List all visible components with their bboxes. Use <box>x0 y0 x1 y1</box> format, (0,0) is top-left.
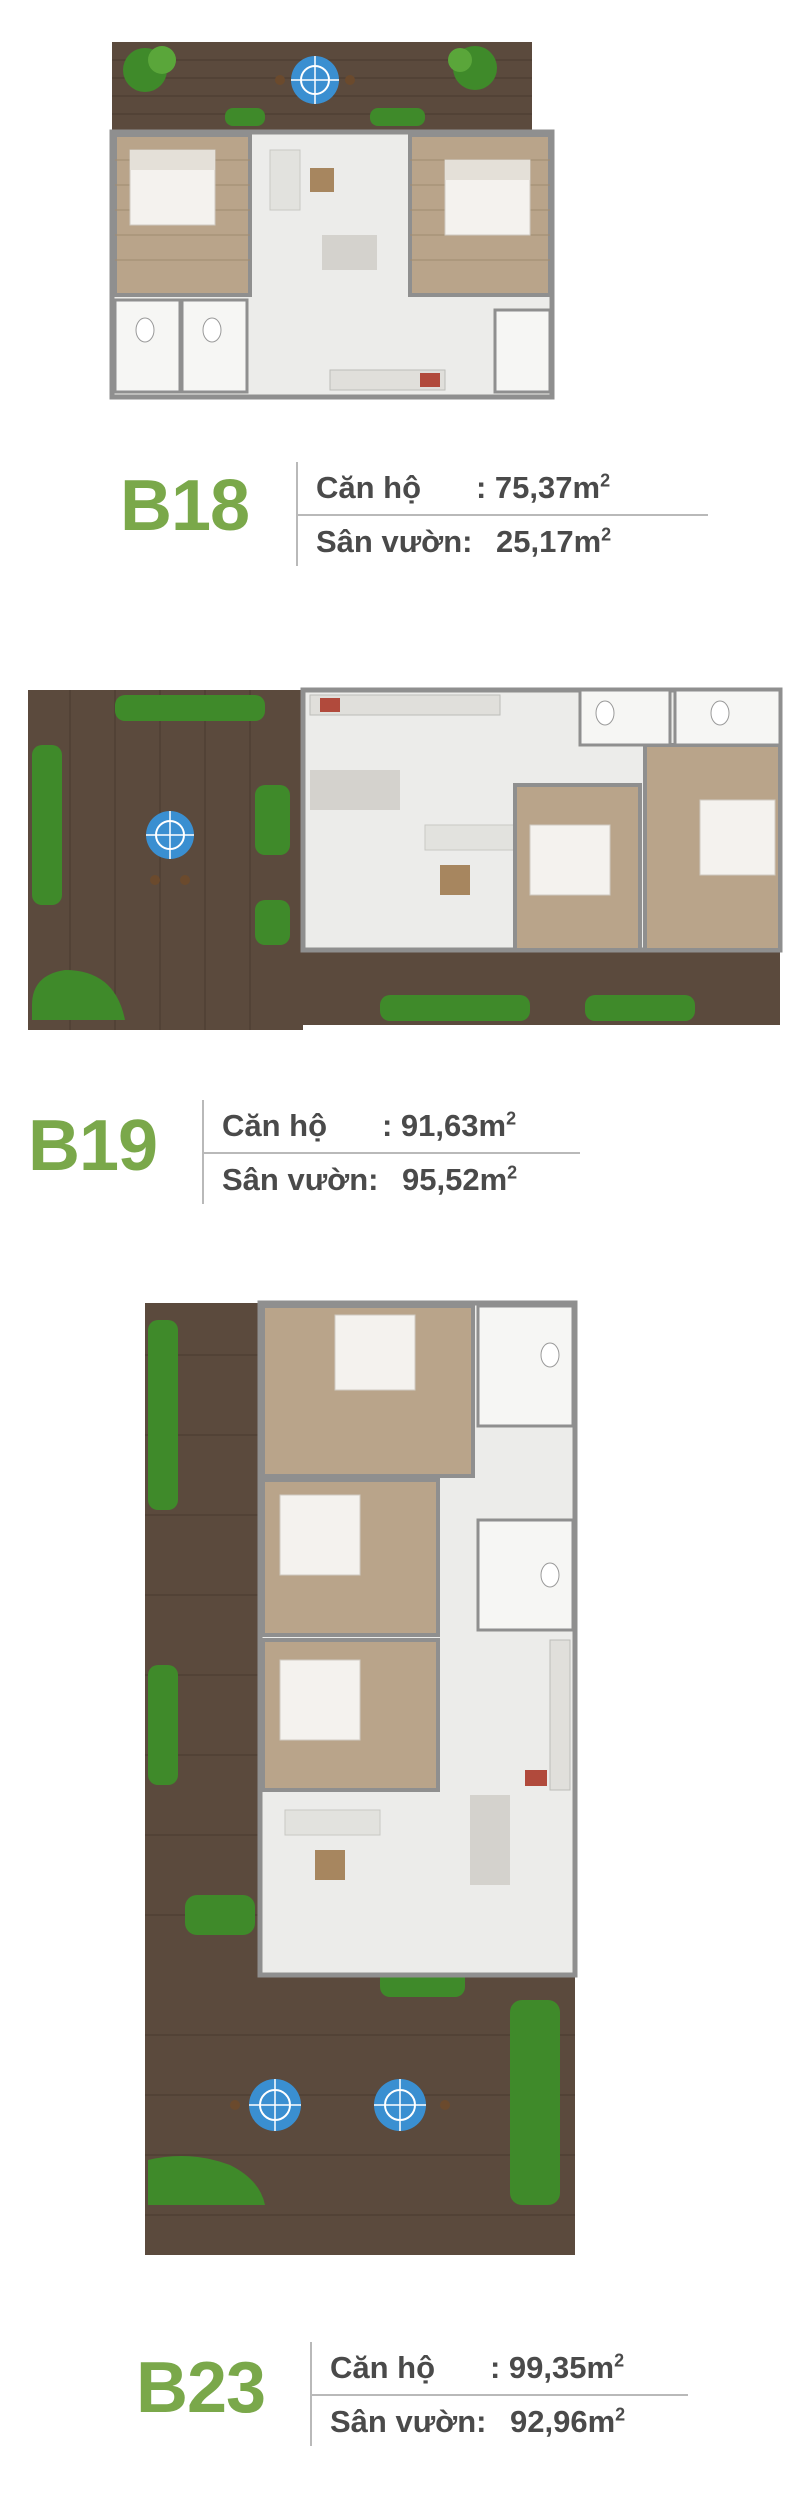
apartment-area-label: Căn hộ <box>330 2350 436 2385</box>
apartment-area-label: Căn hộ <box>222 1108 328 1143</box>
apartment-area-value: : 91,63m2 <box>382 1108 517 1143</box>
kitchen-counter <box>329 369 446 391</box>
unit-code: B19 <box>28 1106 158 1186</box>
garden-area-label: Sân vườn: <box>222 1162 379 1197</box>
plant-icon <box>32 695 695 1021</box>
apartment-area-value: : 99,35m2 <box>490 2350 625 2385</box>
apartment-area-row: Căn hộ : 91,63m2 <box>204 1100 580 1152</box>
unit-specs: Căn hộ : 75,37m2 Sân vườn: 25,17m2 <box>296 462 708 566</box>
dining-table-icon <box>310 770 400 810</box>
unit-specs: Căn hộ : 99,35m2 Sân vườn: 92,96m2 <box>310 2342 688 2446</box>
apartment-area-label: Căn hộ <box>316 470 422 505</box>
bathroom <box>113 298 182 394</box>
kitchen-counter <box>549 1639 571 1791</box>
bed-icon <box>279 1494 361 1576</box>
bathroom <box>180 298 249 394</box>
garden-deck <box>145 1975 575 2255</box>
bed-icon <box>334 1314 416 1391</box>
garden-area-label: Sân vườn: <box>316 524 473 559</box>
bathroom <box>493 308 552 394</box>
unit-code: B23 <box>136 2348 266 2428</box>
garden-area-row: Sân vườn: 92,96m2 <box>312 2394 688 2448</box>
apartment-area-row: Căn hộ : 99,35m2 <box>312 2342 688 2394</box>
umbrella-table-icon <box>230 2079 301 2131</box>
kitchen-counter <box>309 694 501 716</box>
floor-plan-b18 <box>109 42 555 400</box>
apartment-area-row: Căn hộ : 75,37m2 <box>298 462 708 514</box>
unit-code: B18 <box>120 466 250 546</box>
umbrella-table-icon <box>146 811 194 885</box>
umbrella-table-icon <box>374 2079 450 2131</box>
garden-area-row: Sân vườn: 95,52m2 <box>204 1152 580 1206</box>
dining-table-icon <box>470 1795 510 1885</box>
bed-icon <box>529 824 611 896</box>
garden-area-value: 92,96m2 <box>510 2404 626 2439</box>
bed-icon <box>699 799 776 876</box>
garden-area-label: Sân vườn: <box>330 2404 487 2439</box>
garden-area-value: 95,52m2 <box>402 1162 518 1197</box>
umbrella-table-icon <box>275 56 355 104</box>
garden-deck <box>303 950 780 1025</box>
sofa-icon <box>284 1809 381 1836</box>
unit-specs: Căn hộ : 91,63m2 Sân vườn: 95,52m2 <box>202 1100 580 1204</box>
plant-icon <box>148 1320 560 2205</box>
sofa-icon <box>269 149 301 211</box>
sofa-icon <box>424 824 526 851</box>
bathroom <box>578 688 672 747</box>
plant-icon <box>123 46 497 126</box>
bathroom <box>673 688 782 747</box>
garden-area-row: Sân vườn: 25,17m2 <box>298 514 708 568</box>
apartment-area-value: : 75,37m2 <box>476 470 611 505</box>
garden-area-value: 25,17m2 <box>496 524 612 559</box>
bathroom <box>476 1304 575 1428</box>
floor-plan-b19 <box>28 687 783 1030</box>
floor-plan-b23 <box>145 1300 578 2255</box>
bed-icon <box>279 1659 361 1741</box>
dining-table-icon <box>322 235 377 270</box>
